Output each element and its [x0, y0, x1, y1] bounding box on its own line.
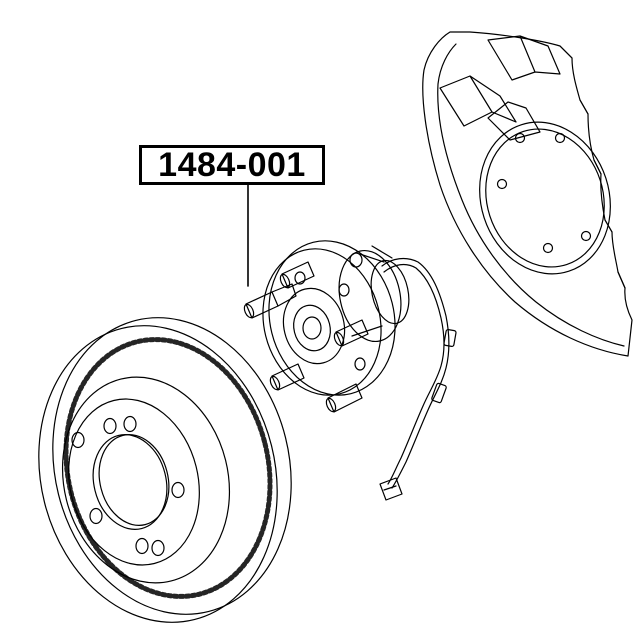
dust-shield-flange-line [560, 46, 625, 288]
wheel-stud [268, 364, 304, 391]
wheel-hub-assembly [242, 227, 456, 500]
hub-bearing-housing-rear [366, 257, 415, 327]
brake-disc-back-edge [22, 292, 322, 640]
brake-disc [8, 292, 322, 640]
brake-disc-stud-hole [172, 483, 184, 498]
brake-disc-stud-hole [136, 539, 148, 554]
dust-shield-hole [516, 134, 525, 143]
dust-shield-center-bore [468, 114, 622, 283]
brake-disc-friction-ring-inner [41, 359, 250, 600]
hub-bearing-housing [331, 245, 409, 347]
brake-disc-face [8, 300, 308, 640]
abs-cable-clip [431, 383, 447, 403]
dust-shield-center-bore-lip [460, 105, 629, 291]
wheel-stud [324, 384, 362, 413]
hub-flange-front [248, 236, 396, 408]
hub-flange-hole [339, 284, 349, 296]
wheel-stud [278, 262, 314, 289]
brake-disc-stud-hole [124, 417, 136, 432]
brake-disc-center-bore [83, 427, 176, 538]
brake-disc-center-bore-edge [90, 427, 178, 533]
dust-shield-hole [556, 134, 565, 143]
hub-flange-hole [355, 358, 365, 370]
dust-shield-bracket-lower [440, 76, 516, 126]
brake-disc-vent-inner [40, 318, 297, 619]
wheel-stud [332, 320, 368, 347]
dust-shield-hole [544, 244, 553, 253]
brake-disc-stud-hole [104, 419, 116, 434]
dust-shield-inner-rim [438, 44, 624, 346]
brake-disc-hat [52, 385, 217, 579]
hub-flange-hole [295, 272, 305, 284]
dust-shield-hole [498, 180, 507, 189]
hub-flange-hole [350, 253, 362, 267]
hub-pilot-ring-inner [289, 301, 335, 354]
part-number-callout: 1484-001 [139, 145, 325, 185]
abs-connector [380, 478, 402, 500]
hub-flange-back [253, 227, 411, 408]
abs-sensor-cable-outline [384, 265, 444, 484]
dust-shield-tab [488, 102, 540, 140]
abs-sensor-cable [382, 259, 449, 488]
dust-shield-hole [582, 232, 591, 241]
wheel-stud [242, 284, 296, 319]
dust-shield-outline [423, 32, 632, 356]
brake-disc-stud-hole [72, 433, 84, 448]
hub-pilot-ring [276, 282, 353, 370]
brake-disc-stud-hole [90, 509, 102, 524]
dust-shield-bracket-upper [488, 36, 560, 80]
hub-center-nut [303, 317, 321, 339]
brake-disc-stud-hole [152, 541, 164, 556]
abs-cable-clip [444, 329, 457, 346]
dust-shield [423, 32, 632, 356]
